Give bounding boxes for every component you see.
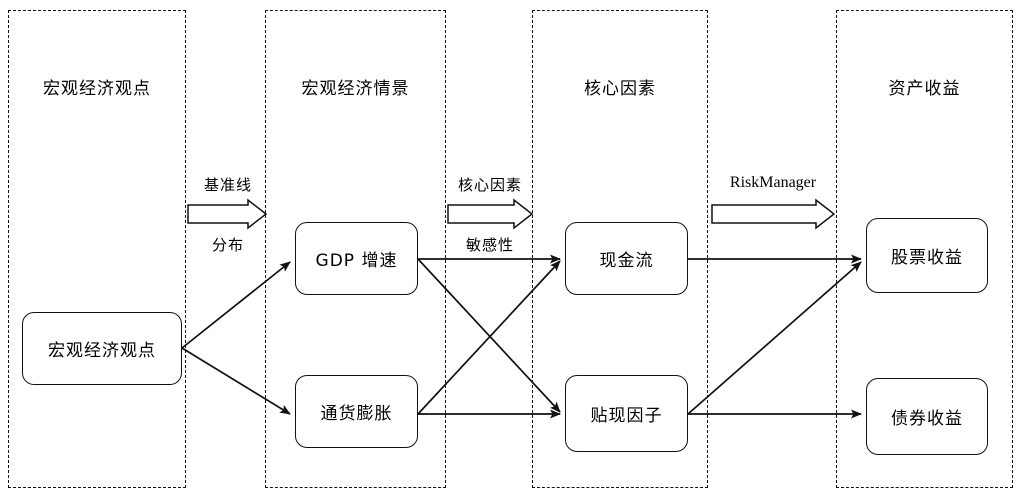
- lane-title-asset-returns: 资产收益: [888, 79, 961, 99]
- lane-title-core-factors: 核心因素: [584, 79, 656, 99]
- node-macro-view[interactable]: 宏观经济观点: [22, 312, 182, 385]
- node-cash-flow[interactable]: 现金流: [565, 222, 688, 295]
- lane-core-factors: [532, 10, 708, 488]
- node-equity-return[interactable]: 股票收益: [866, 218, 988, 293]
- lane-macro-view: [8, 10, 186, 488]
- node-discount-factor[interactable]: 贴现因子: [565, 375, 688, 452]
- block-arrow-connector-1: [187, 198, 268, 230]
- block-arrow-connector-2: [447, 198, 534, 230]
- lane-macro-scenario: [265, 10, 446, 488]
- connector-2-top-label: 核心因素: [457, 176, 522, 194]
- node-bond-return[interactable]: 债券收益: [866, 378, 988, 455]
- connector-1-bottom-label: 分布: [211, 236, 244, 254]
- node-gdp-growth[interactable]: GDP 增速: [295, 222, 418, 295]
- lane-title-macro-view: 宏观经济观点: [43, 79, 151, 99]
- connector-3-top-label: RiskManager: [729, 174, 817, 191]
- connector-1-top-label: 基准线: [203, 176, 252, 194]
- connector-2-bottom-label: 敏感性: [465, 236, 514, 254]
- lane-title-macro-scenario: 宏观经济情景: [301, 79, 410, 99]
- lane-asset-returns: [836, 10, 1013, 488]
- block-arrow-connector-3: [711, 198, 836, 230]
- node-inflation[interactable]: 通货膨胀: [295, 375, 418, 448]
